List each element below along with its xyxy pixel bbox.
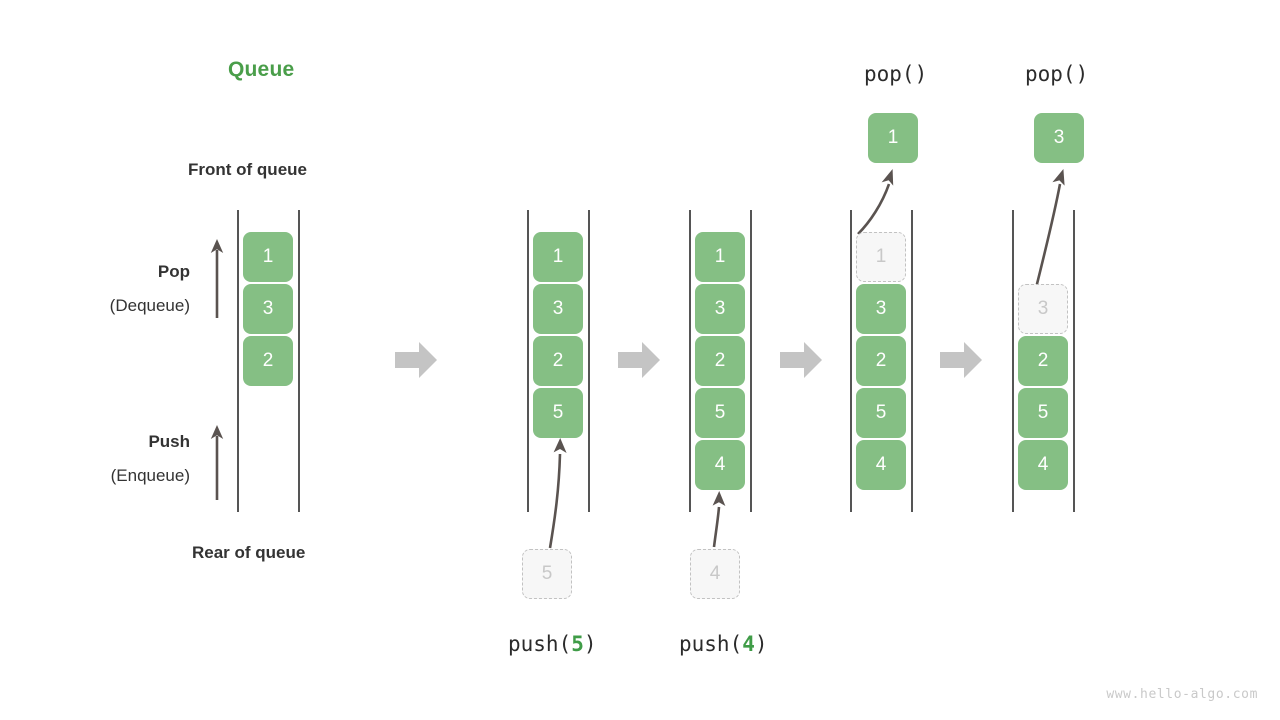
queue-rail-right-pop3 — [1073, 210, 1075, 512]
queue-item: 5 — [1018, 388, 1068, 438]
incoming-ghost-item: 5 — [522, 549, 572, 599]
queue-item: 2 — [533, 336, 583, 386]
queue-item: 1 — [695, 232, 745, 282]
queue-rail-right-pop1 — [911, 210, 913, 512]
caption-pop-second: pop() — [1025, 62, 1089, 86]
pop-arrow-icon — [857, 169, 894, 235]
step-arrow-right-icon — [940, 342, 982, 378]
queue-rail-left-pop1 — [850, 210, 852, 512]
queue-rail-left-initial — [237, 210, 239, 512]
watermark: www.hello-algo.com — [1106, 687, 1258, 702]
caption-argument: 5 — [571, 632, 584, 656]
queue-rail-left-push5 — [527, 210, 529, 512]
queue-item: 2 — [856, 336, 906, 386]
caption-prefix: push( — [508, 632, 572, 656]
push-arrow-icon — [548, 438, 567, 549]
caption-pop-first: pop() — [864, 62, 928, 86]
incoming-ghost-item: 4 — [690, 549, 740, 599]
step-arrow-right-icon — [618, 342, 660, 378]
queue-rail-right-initial — [298, 210, 300, 512]
page-title: Queue — [228, 58, 295, 81]
label-push-sub: (Enqueue) — [110, 466, 190, 485]
caption-suffix: ) — [754, 632, 768, 656]
queue-item: 3 — [533, 284, 583, 334]
step-arrow-right-icon — [395, 342, 437, 378]
queue-item: 4 — [856, 440, 906, 490]
push-arrow-icon — [712, 491, 726, 548]
popped-ghost-item: 1 — [856, 232, 906, 282]
caption-prefix: push( — [679, 632, 743, 656]
queue-item: 4 — [1018, 440, 1068, 490]
label-pop: Pop — [157, 262, 190, 281]
queue-item: 3 — [243, 284, 293, 334]
popped-item: 1 — [868, 113, 918, 163]
caption-suffix: ) — [583, 632, 597, 656]
queue-item: 4 — [695, 440, 745, 490]
queue-item: 5 — [856, 388, 906, 438]
queue-item: 3 — [695, 284, 745, 334]
label-rear-of-queue: Rear of queue — [192, 543, 306, 562]
popped-item: 3 — [1034, 113, 1084, 163]
popped-ghost-item: 3 — [1018, 284, 1068, 334]
caption-argument: 4 — [742, 632, 755, 656]
pop-arrow-icon — [1034, 169, 1065, 289]
queue-item: 1 — [243, 232, 293, 282]
queue-item: 2 — [243, 336, 293, 386]
label-front-of-queue: Front of queue — [188, 160, 307, 179]
push-direction-arrow-icon — [210, 425, 224, 500]
queue-item: 1 — [533, 232, 583, 282]
queue-item: 2 — [695, 336, 745, 386]
pop-direction-arrow-icon — [210, 239, 224, 318]
queue-item: 5 — [695, 388, 745, 438]
queue-item: 5 — [533, 388, 583, 438]
queue-rail-left-push4 — [689, 210, 691, 512]
caption-push-5: push(5) — [508, 632, 597, 656]
caption-push-4: push(4) — [679, 632, 768, 656]
queue-item: 2 — [1018, 336, 1068, 386]
queue-item: 3 — [856, 284, 906, 334]
label-push: Push — [148, 432, 190, 451]
queue-rail-right-push5 — [588, 210, 590, 512]
label-pop-sub: (Dequeue) — [109, 296, 190, 315]
queue-rail-right-push4 — [750, 210, 752, 512]
queue-rail-left-pop3 — [1012, 210, 1014, 512]
step-arrow-right-icon — [780, 342, 822, 378]
